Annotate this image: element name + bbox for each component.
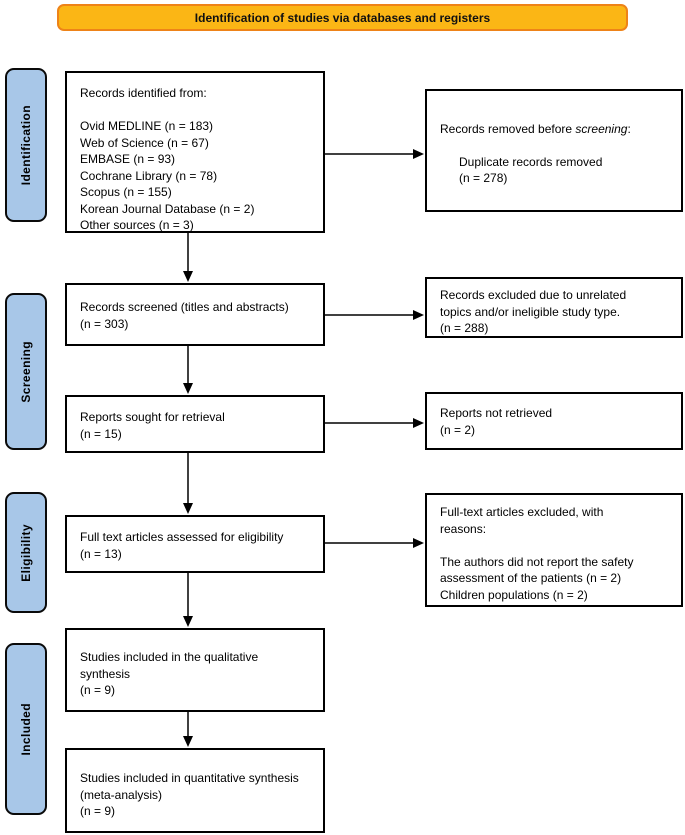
box-fulltext-excluded-text: Full-text articles excluded, with reason… <box>440 505 634 602</box>
box-reports-not-retrieved: Reports not retrieved (n = 2) <box>425 392 683 450</box>
box-fulltext-excluded: Full-text articles excluded, with reason… <box>425 493 683 607</box>
stage-label-identification: Identification <box>5 68 47 222</box>
box-records-removed: Records removed before screening: Duplic… <box>425 89 683 212</box>
stage-label-included-text: Included <box>19 702 33 756</box>
box-records-identified: Records identified from: Ovid MEDLINE (n… <box>65 71 325 233</box>
box-reports-sought-text: Reports sought for retrieval (n = 15) <box>80 410 225 441</box>
box-records-excluded-text: Records excluded due to unrelated topics… <box>440 288 627 335</box>
box-quantitative-synthesis: Studies included in quantitative synthes… <box>65 748 325 833</box>
box-reports-sought: Reports sought for retrieval (n = 15) <box>65 395 325 453</box>
stage-label-screening: Screening <box>5 293 47 450</box>
stage-label-included: Included <box>5 643 47 815</box>
box-quantitative-synthesis-text: Studies included in quantitative synthes… <box>80 771 299 818</box>
stage-label-eligibility: Eligibility <box>5 492 47 613</box>
box-records-screened-text: Records screened (titles and abstracts) … <box>80 300 289 331</box>
box-records-removed-title: Records removed before screening: <box>440 122 631 136</box>
box-records-removed-body: Duplicate records removed (n = 278) <box>459 154 603 186</box>
box-records-identified-text: Records identified from: Ovid MEDLINE (n… <box>80 86 255 232</box>
box-qualitative-synthesis: Studies included in the qualitative synt… <box>65 628 325 712</box>
stage-label-identification-text: Identification <box>19 104 33 186</box>
banner-title: Identification of studies via databases … <box>57 4 628 31</box>
box-reports-not-retrieved-text: Reports not retrieved (n = 2) <box>440 406 553 437</box>
box-fulltext-assessed: Full text articles assessed for eligibil… <box>65 515 325 573</box>
box-qualitative-synthesis-text: Studies included in the qualitative synt… <box>80 650 259 697</box>
stage-label-eligibility-text: Eligibility <box>19 523 33 582</box>
stage-label-screening-text: Screening <box>19 340 33 403</box>
box-records-screened: Records screened (titles and abstracts) … <box>65 283 325 346</box>
box-fulltext-assessed-text: Full text articles assessed for eligibil… <box>80 530 284 561</box>
box-records-excluded: Records excluded due to unrelated topics… <box>425 277 683 338</box>
records-removed-italic-word: screening <box>575 122 628 136</box>
